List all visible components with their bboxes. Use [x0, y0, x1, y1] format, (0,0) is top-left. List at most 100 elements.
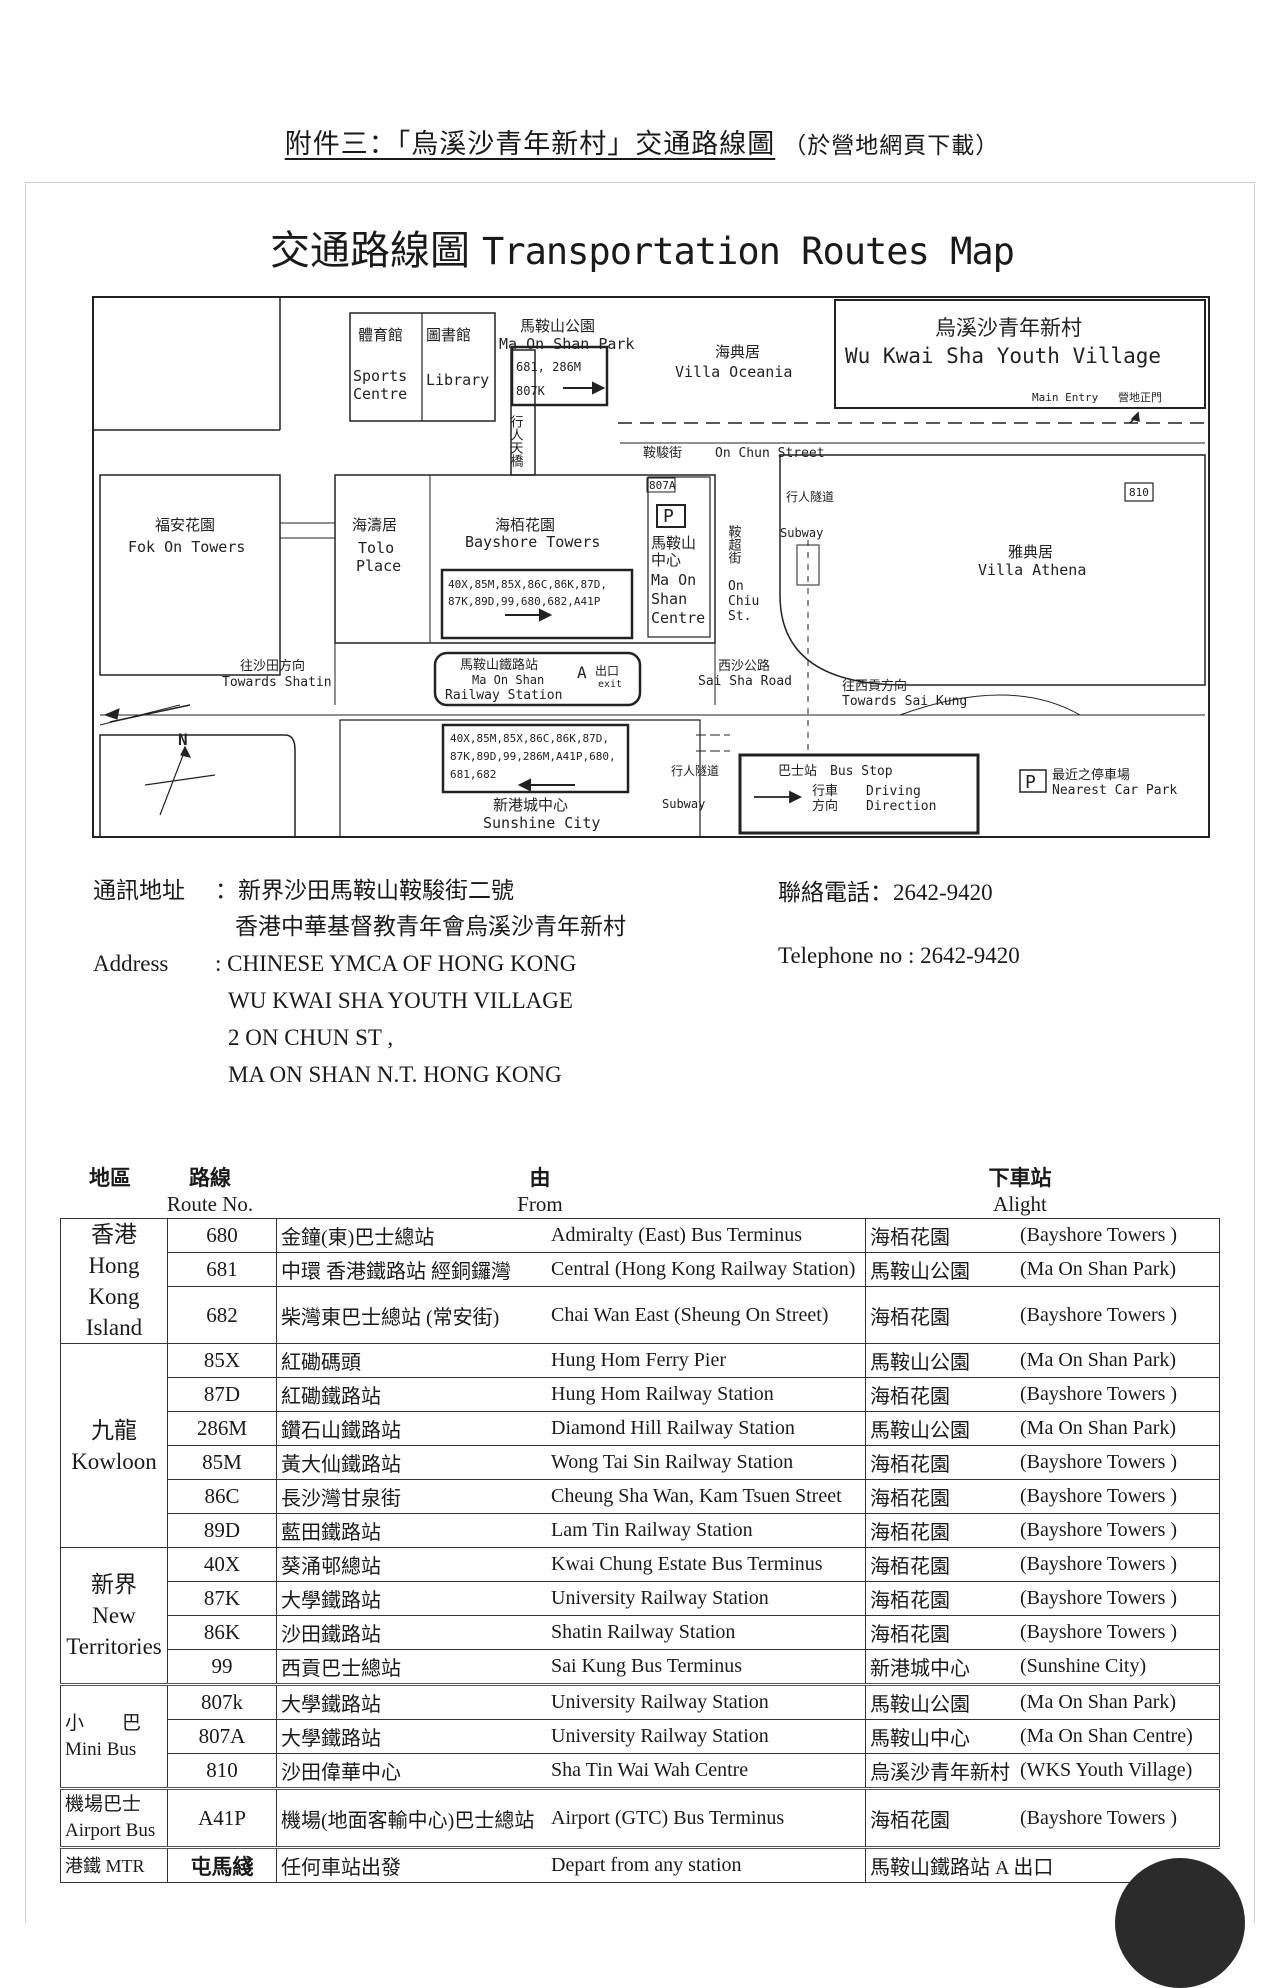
label-sai-sha-en: Sai Sha Road: [698, 674, 792, 689]
header-route: 路線 Route No.: [160, 1162, 260, 1217]
label-routes-a1: 40X,85M,85X,86C,86K,87D,: [448, 578, 607, 591]
from-zh: 任何車站出發: [276, 1846, 547, 1883]
from-en: Admiralty (East) Bus Terminus: [547, 1218, 866, 1253]
table-row: 681 中環 香港鐵路站 經銅鑼灣 Central (Hong Kong Rai…: [61, 1252, 1220, 1287]
table-row: 89D 藍田鐵路站 Lam Tin Railway Station 海栢花園 (…: [61, 1513, 1220, 1548]
label-towards-shatin-zh: 往沙田方向: [240, 658, 305, 674]
route-no: 810: [167, 1753, 277, 1789]
label-towards-sai-kung-zh: 往西貢方向: [842, 678, 907, 694]
alight-zh: 烏溪沙青年新村: [865, 1753, 1016, 1789]
route-no: 86C: [167, 1479, 277, 1514]
label-bus-807a: 807A: [649, 479, 676, 492]
table-row: 286M 鑽石山鐵路站 Diamond Hill Railway Station…: [61, 1411, 1220, 1446]
label-on-chiu-en3: St.: [728, 609, 751, 624]
label-subway-en: Subway: [780, 526, 823, 540]
label-mos-centre-en3: Centre: [651, 609, 705, 627]
label-sai-sha-zh: 西沙公路: [718, 658, 770, 674]
alight-en: (Bayshore Towers ): [1016, 1218, 1220, 1253]
alight-zh: 馬鞍山中心: [865, 1719, 1016, 1754]
address-en-line3: 2 ON CHUN ST ,: [228, 1025, 394, 1050]
label-driving-zh2: 方向: [812, 798, 838, 814]
label-bayshore-zh: 海栢花園: [495, 516, 555, 534]
address-label-en: Address: [93, 951, 169, 976]
from-zh: 藍田鐵路站: [276, 1513, 547, 1548]
route-no: 807k: [167, 1683, 277, 1720]
label-parking-p-2: P: [1025, 772, 1036, 793]
label-sunshine-en: Sunshine City: [483, 814, 600, 832]
header-from-en: From: [517, 1192, 563, 1216]
alight-en: (Bayshore Towers ): [1016, 1615, 1220, 1650]
label-towards-shatin-en: Towards Shatin: [222, 675, 332, 690]
label-subway-zh: 行人隧道: [786, 489, 834, 504]
from-zh: 大學鐵路站: [276, 1581, 547, 1616]
alight-en: (Bayshore Towers ): [1016, 1581, 1220, 1616]
alight-zh: 馬鞍山公園: [865, 1683, 1016, 1720]
route-no: 807A: [167, 1719, 277, 1754]
alight-zh: 馬鞍山公園: [865, 1343, 1016, 1378]
label-parking-p-1: P: [663, 506, 674, 527]
label-sports-en-2: Centre: [353, 385, 407, 403]
from-zh: 機場(地面客輸中心)巴士總站: [276, 1787, 547, 1848]
alight-zh: 海栢花園: [865, 1377, 1016, 1412]
label-fok-on-zh: 福安花園: [155, 516, 215, 534]
alight-zh: 海栢花園: [865, 1513, 1016, 1548]
label-mos-centre-zh1: 馬鞍山: [651, 534, 696, 552]
header-region: 地區: [89, 1166, 131, 1190]
label-routes-a2: 87K,89D,99,680,682,A41P: [448, 595, 601, 608]
routes-map: 體育館 圖書館 Sports Centre Library 馬鞍山公園 Ma O…: [92, 296, 1210, 838]
label-athena-en: Villa Athena: [978, 561, 1086, 579]
alight-zh: 海栢花園: [865, 1286, 1016, 1344]
from-zh: 黃大仙鐵路站: [276, 1445, 547, 1480]
floating-action-button[interactable]: [1115, 1858, 1245, 1988]
from-zh: 沙田鐵路站: [276, 1615, 547, 1650]
header-alight: 下車站 Alight: [960, 1162, 1080, 1217]
from-zh: 紅磡碼頭: [276, 1343, 547, 1378]
address-zh-line1: ：新界沙田馬鞍山鞍駿街二號: [215, 878, 514, 903]
label-towards-sai-kung-en: Towards Sai Kung: [842, 694, 967, 709]
from-zh: 長沙灣甘泉街: [276, 1479, 547, 1514]
header-from-zh: 由: [529, 1166, 551, 1190]
table-row: 682 柴灣東巴士總站 (常安街) Chai Wan East (Sheung …: [61, 1286, 1220, 1344]
from-zh: 沙田偉華中心: [276, 1753, 547, 1789]
header-route-zh: 路線: [189, 1166, 231, 1190]
from-en: Sha Tin Wai Wah Centre: [547, 1753, 866, 1789]
route-no: 89D: [167, 1513, 277, 1548]
label-routes-b3: 681,682: [450, 768, 496, 781]
label-driving-zh1: 行車: [812, 784, 838, 799]
table-row: 86C 長沙灣甘泉街 Cheung Sha Wan, Kam Tsuen Str…: [61, 1479, 1220, 1514]
label-exit-en: exit: [598, 679, 622, 690]
label-fok-on-en: Fok On Towers: [128, 538, 245, 556]
from-en: Depart from any station: [547, 1846, 866, 1883]
address-label-zh: 通訊地址: [93, 878, 185, 903]
alight-en: (Bayshore Towers ): [1016, 1787, 1220, 1848]
alight-en: (Ma On Shan Park): [1016, 1343, 1220, 1378]
label-library-zh: 圖書館: [426, 326, 471, 344]
from-zh: 金鐘(東)巴士總站: [276, 1218, 547, 1253]
header-from: 由 From: [480, 1162, 600, 1217]
header-alight-en: Alight: [993, 1192, 1047, 1216]
label-sports-zh: 體育館: [358, 326, 403, 344]
from-en: University Railway Station: [547, 1683, 866, 1720]
from-en: Lam Tin Railway Station: [547, 1513, 866, 1548]
from-en: Central (Hong Kong Railway Station): [547, 1252, 866, 1287]
from-en: Chai Wan East (Sheung On Street): [547, 1286, 866, 1344]
from-zh: 西貢巴士總站: [276, 1649, 547, 1685]
label-park-zh: 馬鞍山公園: [520, 317, 595, 335]
label-routes-b2: 87K,89D,99,286M,A41P,680,: [450, 750, 616, 763]
label-athena-zh: 雅典居: [1008, 543, 1053, 561]
telephone-en: Telephone no : 2642-9420: [778, 943, 1020, 968]
table-row: 87D 紅磡鐵路站 Hung Hom Railway Station 海栢花園 …: [61, 1377, 1220, 1412]
group-mtr: 港鐵 MTR 屯馬綫 任何車站出發 Depart from any statio…: [60, 1846, 1220, 1883]
